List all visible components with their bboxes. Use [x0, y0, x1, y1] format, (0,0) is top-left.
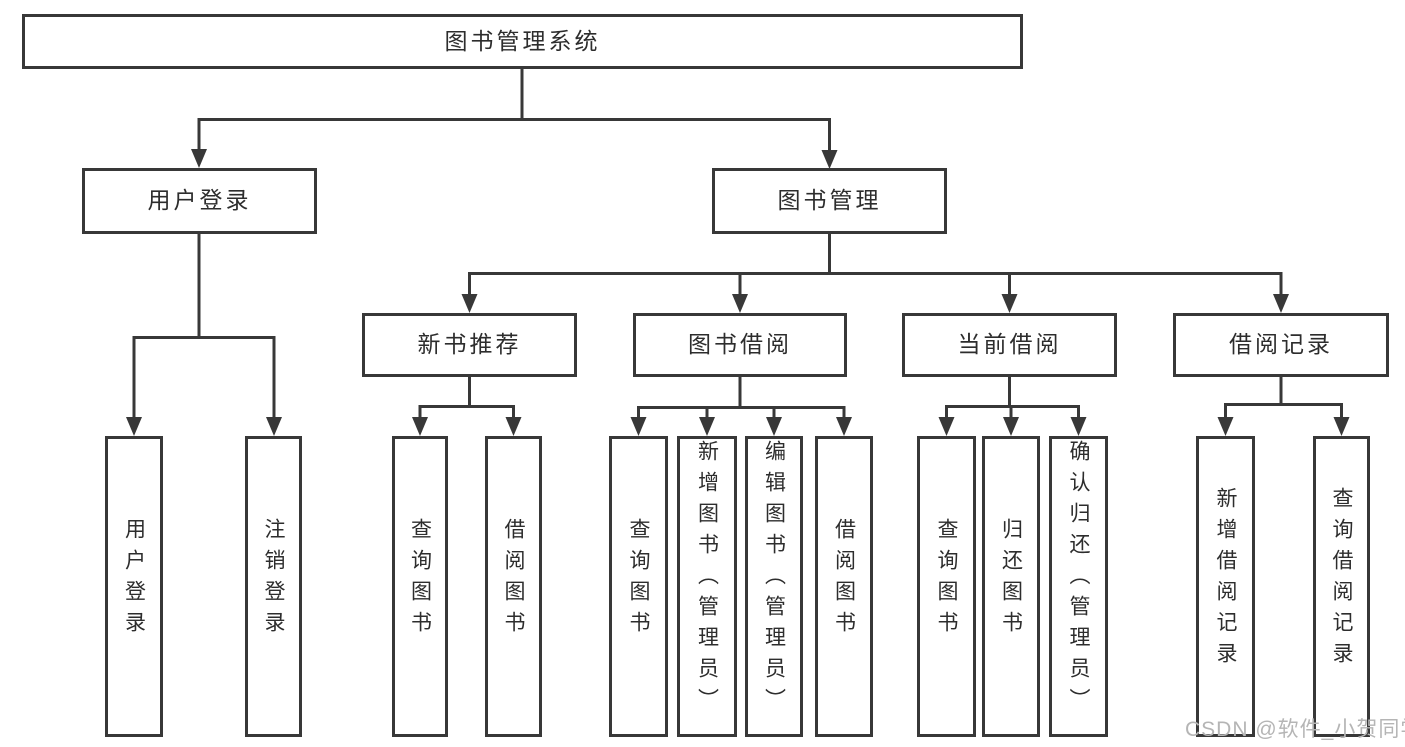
node-label: 编辑图书（管理员）: [762, 440, 786, 719]
node-label: 查询借阅记录: [1330, 486, 1353, 673]
node-label: 借阅图书: [832, 517, 856, 642]
node-label: 用户登录: [147, 187, 252, 214]
node-label: 新增借阅记录: [1214, 486, 1237, 673]
node-user-login: 用户登录: [82, 168, 317, 234]
node-book-borrowing: 图书借阅: [633, 313, 847, 377]
node-current-borrowing: 当前借阅: [902, 313, 1117, 377]
leaf-logout: 注销登录: [245, 436, 302, 737]
node-label: 借阅记录: [1229, 331, 1333, 358]
leaf-query-books-borrow: 查询图书: [609, 436, 668, 737]
node-new-book-recommend: 新书推荐: [362, 313, 577, 377]
node-label: 借阅图书: [502, 517, 525, 642]
node-label: 图书借阅: [688, 331, 792, 358]
node-label: 查询图书: [627, 517, 650, 642]
leaf-return-books: 归还图书: [982, 436, 1040, 737]
node-label: 查询图书: [408, 517, 432, 642]
leaf-add-books-admin: 新增图书（管理员）: [677, 436, 737, 737]
leaf-borrow-books-recommend: 借阅图书: [485, 436, 542, 737]
node-label: 图书管理: [777, 187, 882, 214]
leaf-add-borrow-record: 新增借阅记录: [1196, 436, 1255, 737]
node-label: 用户登录: [122, 517, 146, 642]
node-label: 查询图书: [935, 517, 958, 642]
node-label: 图书管理系统: [444, 27, 601, 54]
node-label: 当前借阅: [957, 331, 1062, 358]
watermark: CSDN @软件_小贺同学: [1185, 718, 1405, 741]
leaf-query-borrow-record: 查询借阅记录: [1313, 436, 1370, 737]
node-label: 新书推荐: [417, 331, 522, 358]
node-library-management-system: 图书管理系统: [22, 14, 1023, 69]
leaf-user-login: 用户登录: [105, 436, 163, 737]
leaf-edit-books-admin: 编辑图书（管理员）: [745, 436, 803, 737]
leaf-borrow-books: 借阅图书: [815, 436, 873, 737]
leaf-query-books-recommend: 查询图书: [392, 436, 448, 737]
node-label: 归还图书: [999, 517, 1023, 642]
node-borrowing-records: 借阅记录: [1173, 313, 1389, 377]
node-label: 注销登录: [262, 517, 285, 642]
node-label: 确认归还（管理员）: [1067, 440, 1090, 719]
node-label: 新增图书（管理员）: [695, 440, 719, 719]
leaf-query-books-current: 查询图书: [917, 436, 976, 737]
node-book-management: 图书管理: [712, 168, 947, 234]
leaf-confirm-return-admin: 确认归还（管理员）: [1049, 436, 1108, 737]
